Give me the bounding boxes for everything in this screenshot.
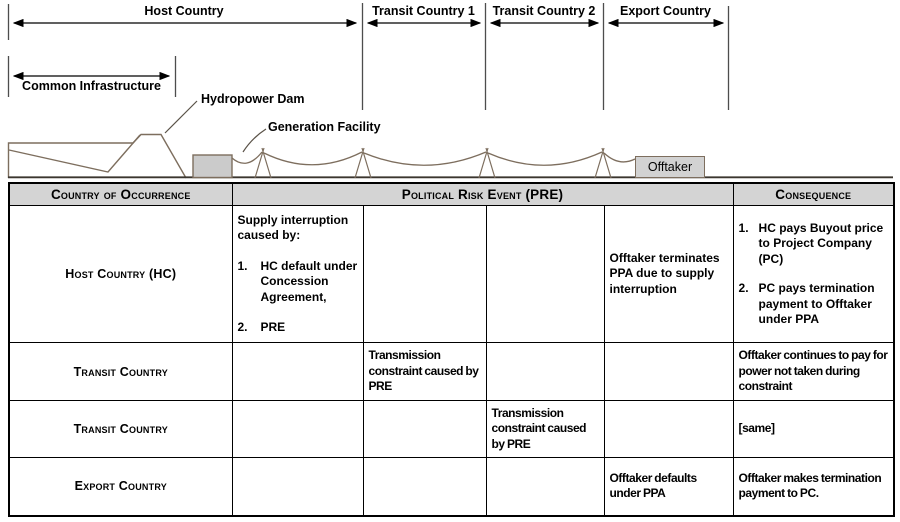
list-text: PC pays termination payment to Offtaker …: [758, 281, 875, 326]
header-country-of-occurrence: Country of Occurrence: [8, 182, 233, 206]
list-number: 1.: [237, 258, 248, 273]
pre-cell-export: Offtaker terminates PPA due to supply in…: [603, 205, 734, 343]
list-text: HC default under Concession Agreement,: [260, 258, 358, 304]
generation-facility-label: Generation Facility: [268, 120, 381, 134]
empty-cell: [362, 400, 487, 458]
pre-cell-host: Supply interruption caused by: 1. HC def…: [231, 205, 364, 343]
political-risk-table: Country of Occurrence Political Risk Eve…: [8, 182, 896, 517]
empty-cell: [362, 457, 487, 516]
list-text: HC pays Buyout price to Project Company …: [758, 220, 884, 266]
empty-cell: [485, 342, 605, 401]
list-item: 2. PRE: [238, 320, 358, 336]
common-infrastructure-label: Common Infrastructure: [22, 79, 161, 93]
water-surface-line: [8, 134, 141, 173]
host-country-span-label: Host Country: [144, 4, 224, 18]
tower-icon: [594, 147, 612, 179]
offtaker-box: Offtaker: [635, 156, 705, 178]
hydropower-dam-label: Hydropower Dam: [201, 92, 305, 106]
transmission-wires: [231, 151, 636, 166]
header-row: Country of Occurrence Political Risk Eve…: [8, 182, 895, 206]
pre-intro: Supply interruption caused by:: [237, 212, 349, 243]
tower-icon: [478, 147, 496, 179]
list-item: 2. PC pays termination payment to Offtak…: [739, 281, 889, 328]
tower-icon: [354, 147, 372, 179]
empty-cell: [231, 400, 364, 458]
pre-cell-export: Offtaker defaults under PPA: [603, 457, 734, 516]
generation-facility-box: [192, 154, 233, 179]
empty-cell: [485, 457, 605, 516]
list-number: 2.: [237, 320, 248, 334]
country-cell: Transit Country: [8, 400, 233, 458]
table-row-transit-country-2: Transit Country Transmission constraint …: [8, 400, 895, 458]
empty-cell: [231, 457, 364, 516]
table-row-host-country: Host Country (HC) Supply interruption ca…: [8, 205, 895, 343]
export-country-span-label: Export Country: [620, 4, 711, 18]
list-item: 1. HC default under Concession Agreement…: [238, 259, 358, 306]
pre-cell-transit2: Transmission constraint caused by PRE: [485, 400, 605, 458]
consequence-cell: 1. HC pays Buyout price to Project Compa…: [732, 205, 895, 343]
empty-cell: [485, 205, 605, 343]
country-cell: Transit Country: [8, 342, 233, 401]
country-cell: Host Country (HC): [8, 205, 233, 343]
transit-country-2-span-label: Transit Country 2: [492, 4, 596, 18]
transmission-towers: [254, 147, 612, 179]
list-item: 1. HC pays Buyout price to Project Compa…: [739, 221, 889, 268]
diagram-artwork: [7, 3, 893, 179]
hydropower-dam-leader-line: [164, 100, 198, 134]
consequence-cell: [same]: [732, 400, 895, 458]
consequence-cell: Offtaker makes termination payment to PC…: [732, 457, 895, 516]
transit-country-1-span-label: Transit Country 1: [372, 4, 475, 18]
table-row-transit-country-1: Transit Country Transmission constraint …: [8, 342, 895, 401]
table-row-export-country: Export Country Offtaker defaults under P…: [8, 457, 895, 516]
list-number: 2.: [738, 281, 749, 295]
offtaker-label: Offtaker: [647, 160, 693, 174]
generation-facility-leader-line: [242, 128, 267, 153]
list-text: PRE: [260, 320, 286, 334]
empty-cell: [603, 342, 734, 401]
tower-icon: [254, 147, 272, 179]
country-boundary-lines: [7, 3, 730, 110]
list-number: 1.: [738, 220, 749, 235]
empty-cell: [231, 342, 364, 401]
empty-cell: [603, 400, 734, 458]
table-header: Country of Occurrence Political Risk Eve…: [8, 182, 895, 206]
consequence-cell: Offtaker continues to pay for power not …: [732, 342, 895, 401]
country-cell: Export Country: [8, 457, 233, 516]
span-arrows: [12, 18, 725, 81]
pre-cell-transit1: Transmission constraint caused by PRE: [362, 342, 487, 401]
terrain: [7, 133, 187, 179]
empty-cell: [362, 205, 487, 343]
header-consequence: Consequence: [732, 182, 895, 206]
header-political-risk-event: Political Risk Event (PRE): [231, 182, 734, 206]
